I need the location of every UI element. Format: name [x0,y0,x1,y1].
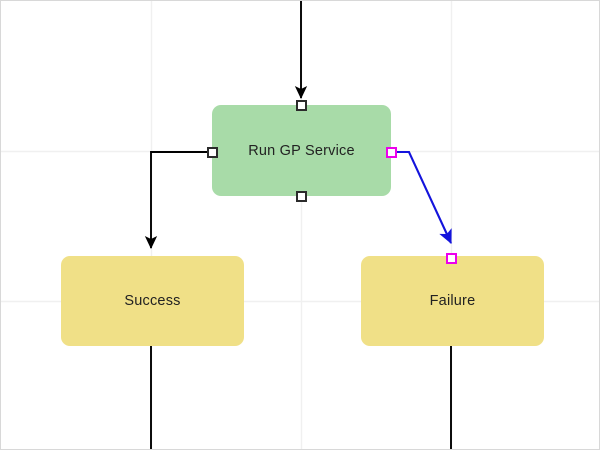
node-run-gp-service[interactable]: Run GP Service [212,105,391,196]
node-label-run-gp-service: Run GP Service [248,142,355,159]
node-label-success: Success [124,293,181,309]
node-failure[interactable]: Failure [361,256,544,346]
node-label-failure: Failure [429,293,476,309]
node-success[interactable]: Success [61,256,244,346]
